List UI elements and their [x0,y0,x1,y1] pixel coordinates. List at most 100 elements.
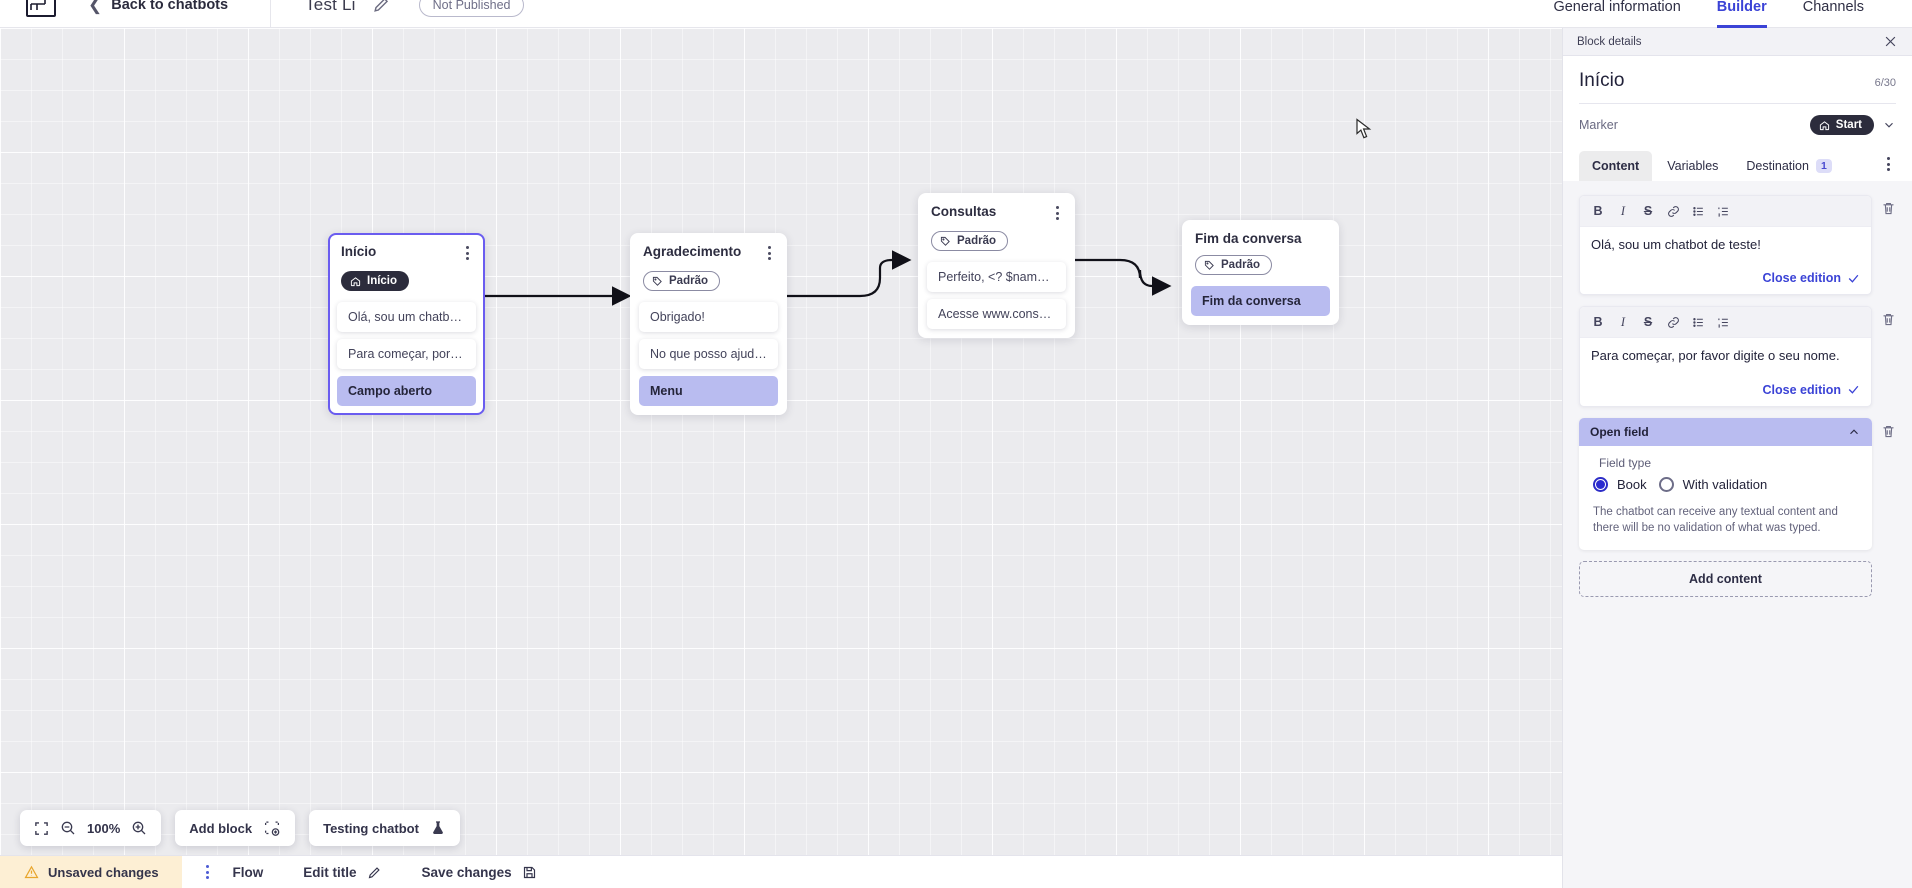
editor-text[interactable]: Para começar, por favor digite o seu nom… [1591,348,1840,364]
radio-option-with-validation[interactable]: With validation [1658,476,1768,492]
node-message[interactable]: Obrigado! [639,302,778,332]
pencil-icon [367,865,382,880]
bullet-list-icon[interactable] [1687,201,1709,221]
close-edition-button[interactable]: Close edition [1763,271,1860,285]
node-message[interactable]: Olá, sou um chatbot de teste! [337,302,476,332]
tag-icon [652,276,662,286]
tab-destination-label: Destination [1746,159,1809,173]
node-message[interactable]: Fim da conversa [1191,286,1330,316]
link-icon[interactable] [1662,201,1684,221]
tab-channels[interactable]: Channels [1802,0,1864,15]
node-marker-label: Padrão [1221,259,1260,271]
vtex-logo-icon [26,0,56,17]
flow-canvas[interactable]: Início Início Olá, sou um chatbot de tes… [0,28,1562,873]
editor-footer: Close edition [1580,265,1871,294]
add-block-icon [263,820,281,837]
close-edition-button[interactable]: Close edition [1763,383,1860,397]
node-message[interactable]: Para começar, por favor digite o ... [337,339,476,369]
editor-footer: Close edition [1580,377,1871,406]
header-tabs: General information Builder Channels [1553,0,1912,28]
status-bar: Unsaved changes Flow Edit title Save cha… [0,855,1562,888]
flow-button[interactable]: Flow [233,865,264,880]
numbered-list-icon[interactable] [1712,312,1734,332]
panel-title-bar: Block details [1563,28,1912,56]
close-icon[interactable] [1883,34,1898,49]
italic-icon[interactable]: I [1620,203,1626,218]
node-marker-default[interactable]: Padrão [643,271,720,291]
app-header: ❮ Back to chatbots Test Li Not Published… [0,0,1912,28]
italic-icon[interactable]: I [1620,314,1626,329]
add-block-button[interactable]: Add block [175,810,296,846]
destination-count-badge: 1 [1815,159,1832,173]
zoom-out-icon[interactable] [60,820,76,836]
trash-icon[interactable] [1881,195,1896,216]
tab-content[interactable]: Content [1579,151,1653,181]
tab-general-information[interactable]: General information [1553,0,1681,15]
numbered-list-icon[interactable] [1712,201,1734,221]
add-block-label: Add block [189,820,253,836]
radio-option-book[interactable]: Book [1593,476,1647,492]
bold-icon[interactable]: B [1593,204,1603,218]
flow-node-inicio[interactable]: Início Início Olá, sou um chatbot de tes… [328,233,485,415]
publish-status-badge: Not Published [418,0,525,17]
node-kebab-icon[interactable] [1053,204,1062,222]
trash-icon[interactable] [1881,306,1896,327]
flow-node-agradecimento[interactable]: Agradecimento Padrão Obrigado! No que po… [630,233,787,415]
flow-node-consultas[interactable]: Consultas Padrão Perfeito, <? $name ?>! … [918,193,1075,338]
node-kebab-icon[interactable] [765,244,774,262]
flow-label: Flow [232,864,264,880]
node-title: Consultas [931,204,997,219]
node-message[interactable]: Campo aberto [337,376,476,406]
edit-title-button[interactable]: Edit title [303,865,381,880]
save-changes-label: Save changes [421,864,512,880]
panel-bar-title: Block details [1577,35,1642,48]
fit-screen-icon[interactable] [34,821,49,836]
marker-start-badge[interactable]: Start [1809,115,1874,135]
open-field-description: The chatbot can receive any textual cont… [1593,505,1838,535]
node-marker-start[interactable]: Início [341,271,410,291]
chevron-down-icon[interactable] [1882,118,1896,132]
testing-chatbot-button[interactable]: Testing chatbot [309,810,460,846]
warning-triangle-icon [24,865,39,880]
close-edition-label: Close edition [1762,271,1841,286]
editor-text[interactable]: Olá, sou um chatbot de teste! [1591,237,1761,252]
node-marker-default[interactable]: Padrão [1195,255,1272,275]
chevron-left-icon: ❮ [88,0,103,14]
open-field-body: Field type Book With validation The chat… [1579,446,1872,550]
node-message[interactable]: No que posso ajudar, <? $name ... [639,339,778,369]
edit-title-pencil-icon[interactable] [372,0,391,14]
node-message[interactable]: Menu [639,376,778,406]
radio-label: With validation [1682,476,1768,492]
panel-tabs: Content Variables Destination 1 [1579,147,1896,181]
flow-node-fim-da-conversa[interactable]: Fim da conversa Padrão Fim da conversa [1182,220,1339,325]
node-message[interactable]: Perfeito, <? $name ?>! [927,262,1066,292]
bold-icon[interactable]: B [1593,315,1603,330]
node-message[interactable]: Acesse www.consultas.com par... [927,299,1066,329]
block-details-panel: Block details Início 6/30 Marker Start [1562,28,1912,888]
back-to-chatbots-link[interactable]: ❮ Back to chatbots [88,0,228,15]
rich-text-editor[interactable]: B I S Para começar, por favor digite o s… [1579,306,1872,407]
panel-kebab-icon[interactable] [1881,147,1896,181]
open-field-header[interactable]: Open field [1579,417,1872,446]
edit-title-label: Edit title [303,864,357,880]
panel-content-scroll[interactable]: B I S Olá, sou um chatbot de teste! [1563,181,1912,888]
trash-icon[interactable] [1881,418,1896,439]
chevron-up-icon[interactable] [1847,425,1861,439]
strikethrough-icon[interactable]: S [1643,315,1653,330]
bullet-list-icon[interactable] [1687,312,1709,332]
save-changes-button[interactable]: Save changes [422,865,537,880]
status-kebab-icon[interactable] [205,865,209,879]
panel-header-section: Início 6/30 Marker Start Content Variabl… [1563,56,1912,181]
node-marker-default[interactable]: Padrão [931,231,1008,251]
home-icon [350,276,361,286]
tab-builder[interactable]: Builder [1716,0,1767,28]
tab-destination[interactable]: Destination 1 [1733,151,1844,181]
strikethrough-icon[interactable]: S [1643,204,1653,218]
rich-text-editor[interactable]: B I S Olá, sou um chatbot de teste! [1579,195,1872,296]
zoom-in-icon[interactable] [131,820,147,836]
node-kebab-icon[interactable] [463,244,472,262]
link-icon[interactable] [1662,312,1684,332]
flask-icon [430,819,446,837]
tab-variables[interactable]: Variables [1654,151,1731,181]
add-content-button[interactable]: Add content [1579,560,1872,597]
